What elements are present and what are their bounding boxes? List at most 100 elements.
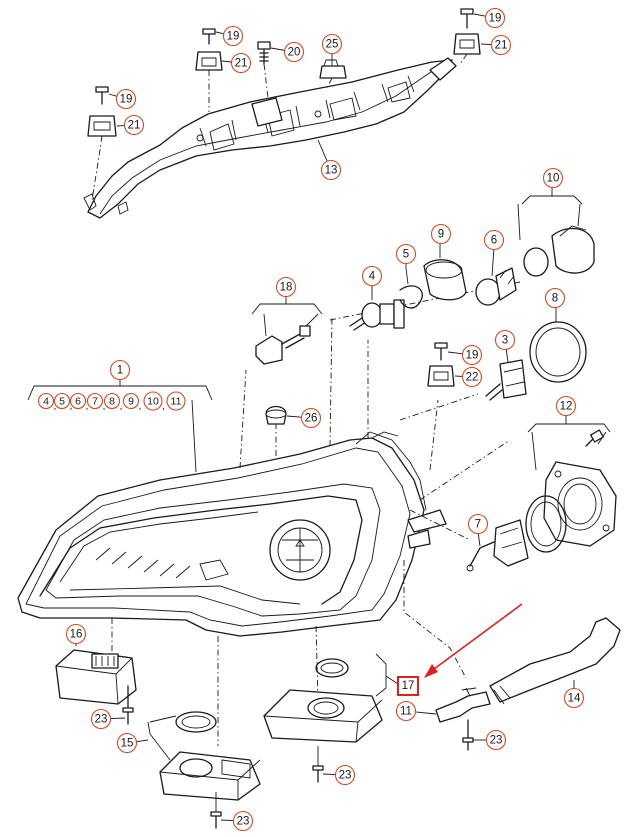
callout-circle [321,33,343,55]
callout-c21c[interactable]: 21 [116,114,145,136]
callout-c22[interactable]: 22 [454,366,483,388]
callout-leader [110,717,126,720]
item-1-subitems: 4,5,6,7,8,9,10,11 [37,391,186,413]
callout-c12[interactable]: 12 [555,395,577,417]
item-1-bracket [27,378,213,473]
callout-c20[interactable]: 20 [270,41,305,63]
subitem-separator: , [103,400,106,412]
subitem-number: 11 [171,396,182,408]
callout-c23c[interactable]: 23 [322,764,356,786]
subitem-4[interactable]: 4, [37,392,57,413]
subitem-5[interactable]: 5, [53,392,73,413]
callout-circle [230,52,252,74]
callout-c5[interactable]: 5 [395,243,417,269]
subitem-10[interactable]: 10, [143,391,165,412]
callout-number: 14 [568,693,581,705]
callout-labels: 19 21 20 25 19 21 19 21 13 10 9 6 5 4 18 8 3 19 22 1 26 12 7 16… [65,7,585,832]
subitem-separator: , [70,400,73,412]
callout-c19a[interactable]: 19 [215,25,244,47]
callout-c19d[interactable]: 19 [447,344,483,366]
callout-c9[interactable]: 9 [430,223,452,245]
callout-c21b[interactable]: 21 [480,34,512,56]
subitem-separator: , [139,400,142,412]
callout-number: 25 [326,39,339,51]
callout-c7[interactable]: 7 [467,513,489,535]
subitem-separator: , [120,400,123,412]
callout-number: 22 [466,372,479,384]
callout-c18[interactable]: 18 [275,276,297,298]
callout-c23d[interactable]: 23 [473,729,507,751]
callout-c3[interactable]: 3 [494,329,516,351]
callout-number: 26 [305,413,318,425]
callout-number: 19 [489,13,502,25]
callout-circle [275,276,297,298]
bracket-fasteners [87,8,481,137]
callout-c1[interactable]: 1 [109,359,131,381]
subitem-number: 7 [92,396,98,408]
callout-leader [415,711,437,715]
callout-c23a[interactable]: 23 [90,708,126,730]
highlight-label-17[interactable]: 17 [397,676,419,696]
callout-c26[interactable]: 26 [286,407,322,429]
subitem-9[interactable]: 9, [122,392,142,413]
vent-hose-14 [489,617,621,705]
callout-c14[interactable]: 14 [563,687,585,709]
subitem-8[interactable]: 8, [103,392,123,413]
callout-number: 7 [475,519,481,531]
callout-number: 6 [491,235,497,247]
callout-c19c[interactable]: 19 [108,88,137,110]
ballast-17 [263,653,399,783]
callout-c15[interactable]: 15 [116,732,149,754]
callout-c4[interactable]: 4 [361,265,383,289]
callout-circle [395,700,417,722]
elbow-11 [435,687,491,751]
callout-c19b[interactable]: 19 [473,7,506,29]
callout-leader [480,43,492,45]
callout-number: 20 [288,47,301,59]
callout-number: 13 [325,165,338,177]
subitem-separator: , [86,400,89,412]
callout-leader [136,739,149,743]
highlight-label-text: 17 [402,680,415,692]
callout-c11[interactable]: 11 [395,700,437,722]
callout-number: 11 [400,706,412,718]
adapter-12 [525,414,617,553]
plug-26 [265,405,287,425]
callout-c23b[interactable]: 23 [220,810,254,832]
callout-circle [461,366,483,388]
callout-circle [430,223,452,245]
callout-leader [286,415,302,418]
subitem-7[interactable]: 7, [86,392,106,413]
callout-c16[interactable]: 16 [65,623,87,647]
callout-c21a[interactable]: 21 [221,52,252,74]
subitem-circle [103,392,121,410]
callout-circle [116,732,138,754]
callout-number: 8 [552,293,558,305]
callout-c10[interactable]: 10 [542,167,564,189]
red-arrow [424,603,523,678]
callout-c25[interactable]: 25 [321,33,343,67]
subitem-number: 10 [147,396,159,408]
callout-number: 23 [95,714,108,726]
callout-c8[interactable]: 8 [544,287,566,309]
subitem-11[interactable]: 11 [166,391,186,411]
callout-number: 5 [403,249,409,261]
subitem-6[interactable]: 6, [69,392,89,413]
callout-leader [322,773,336,776]
callout-circle [90,708,112,730]
callout-number: 23 [490,735,503,747]
bulb-assembly [349,188,595,331]
subitem-circle [166,391,186,411]
callout-circle [123,114,145,136]
callout-circle [222,25,244,47]
callout-leader [215,31,224,35]
callout-c13[interactable]: 13 [317,139,342,181]
callout-c6[interactable]: 6 [483,229,505,251]
callout-circle [300,407,322,429]
callout-leader [220,819,234,822]
callout-number: 4 [369,271,376,283]
callout-number: 23 [237,816,250,828]
subitem-number: 8 [109,396,115,408]
callout-circle [542,167,564,189]
callout-circle [283,41,305,63]
